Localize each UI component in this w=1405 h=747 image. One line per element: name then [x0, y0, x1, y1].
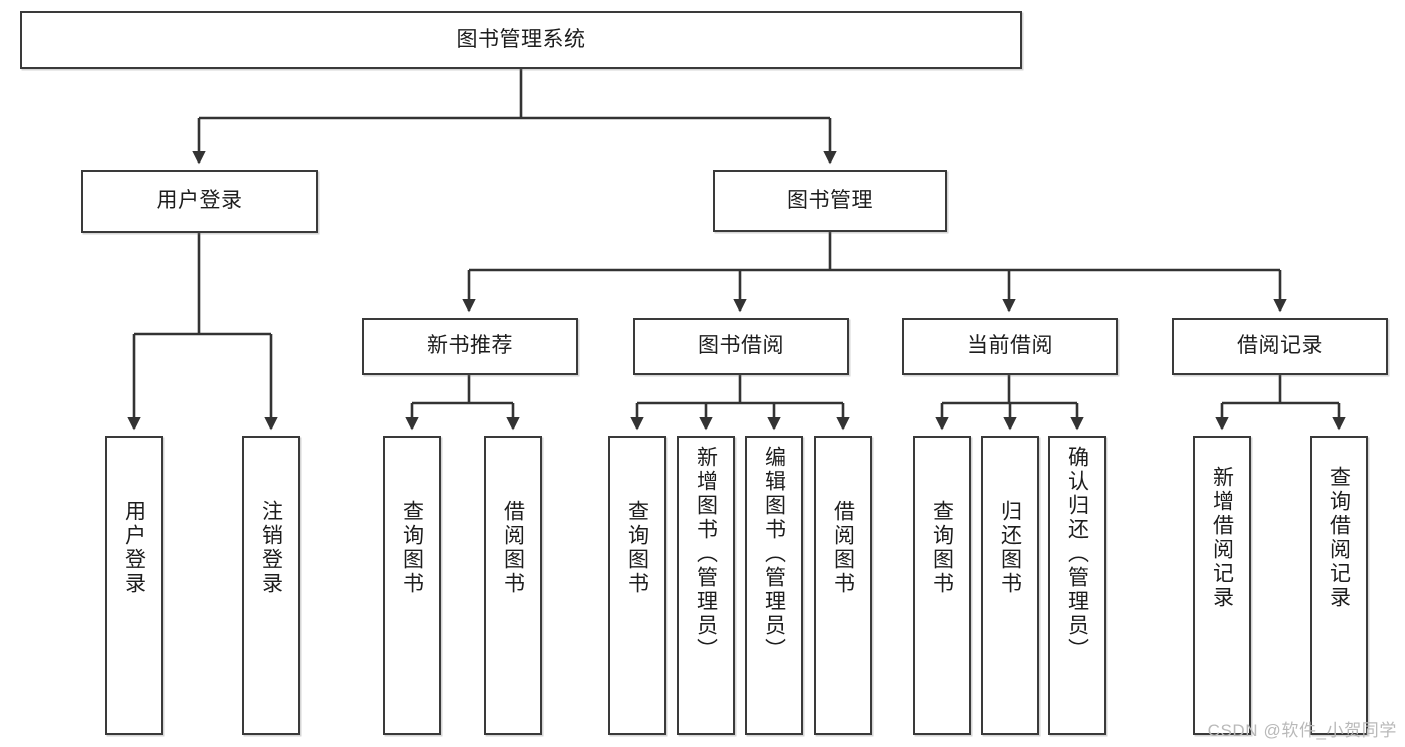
node-leaf-edit-book-label: 编辑图书（管理员）: [762, 446, 786, 662]
node-leaf-confirm-return[interactable]: 确认归还（管理员）: [1048, 436, 1106, 735]
node-leaf-borrow-book-2-label: 借阅图书: [831, 500, 855, 596]
csdn-watermark: CSDN @软件_小贺同学: [1207, 721, 1397, 740]
node-book-manage-label: 图书管理: [787, 188, 873, 212]
node-root[interactable]: 图书管理系统: [20, 11, 1022, 69]
node-leaf-query-book-1[interactable]: 查询图书: [383, 436, 441, 735]
node-leaf-return-book[interactable]: 归还图书: [981, 436, 1039, 735]
node-leaf-add-record-label: 新增借阅记录: [1210, 466, 1234, 610]
node-current-borrow[interactable]: 当前借阅: [902, 318, 1118, 375]
node-book-borrow[interactable]: 图书借阅: [633, 318, 849, 375]
node-leaf-query-book-3[interactable]: 查询图书: [913, 436, 971, 735]
node-leaf-add-record[interactable]: 新增借阅记录: [1193, 436, 1251, 735]
node-leaf-query-record[interactable]: 查询借阅记录: [1310, 436, 1368, 735]
node-leaf-user-login-label: 用户登录: [122, 500, 146, 596]
node-root-label: 图书管理系统: [456, 27, 586, 51]
node-leaf-logout[interactable]: 注销登录: [242, 436, 300, 735]
node-leaf-query-book-3-label: 查询图书: [930, 500, 954, 596]
node-leaf-query-book-2-label: 查询图书: [625, 500, 649, 596]
node-leaf-confirm-return-label: 确认归还（管理员）: [1065, 446, 1089, 662]
node-leaf-query-book-1-label: 查询图书: [400, 500, 424, 596]
node-leaf-query-record-label: 查询借阅记录: [1327, 466, 1351, 610]
node-leaf-add-book-label: 新增图书（管理员）: [694, 446, 718, 662]
node-new-book-rec-label: 新书推荐: [427, 334, 513, 358]
node-leaf-edit-book[interactable]: 编辑图书（管理员）: [745, 436, 803, 735]
node-leaf-borrow-book-1-label: 借阅图书: [501, 500, 525, 596]
node-new-book-rec[interactable]: 新书推荐: [362, 318, 578, 375]
node-leaf-query-book-2[interactable]: 查询图书: [608, 436, 666, 735]
node-borrow-record[interactable]: 借阅记录: [1172, 318, 1388, 375]
node-user-login[interactable]: 用户登录: [81, 170, 318, 233]
node-leaf-return-book-label: 归还图书: [998, 500, 1022, 596]
node-current-borrow-label: 当前借阅: [967, 334, 1053, 358]
node-leaf-borrow-book-2[interactable]: 借阅图书: [814, 436, 872, 735]
node-leaf-logout-label: 注销登录: [259, 500, 283, 596]
node-book-borrow-label: 图书借阅: [698, 334, 784, 358]
node-borrow-record-label: 借阅记录: [1237, 334, 1323, 358]
node-leaf-user-login[interactable]: 用户登录: [105, 436, 163, 735]
node-book-manage[interactable]: 图书管理: [713, 170, 947, 232]
node-user-login-label: 用户登录: [156, 189, 243, 213]
node-leaf-borrow-book-1[interactable]: 借阅图书: [484, 436, 542, 735]
node-leaf-add-book[interactable]: 新增图书（管理员）: [677, 436, 735, 735]
